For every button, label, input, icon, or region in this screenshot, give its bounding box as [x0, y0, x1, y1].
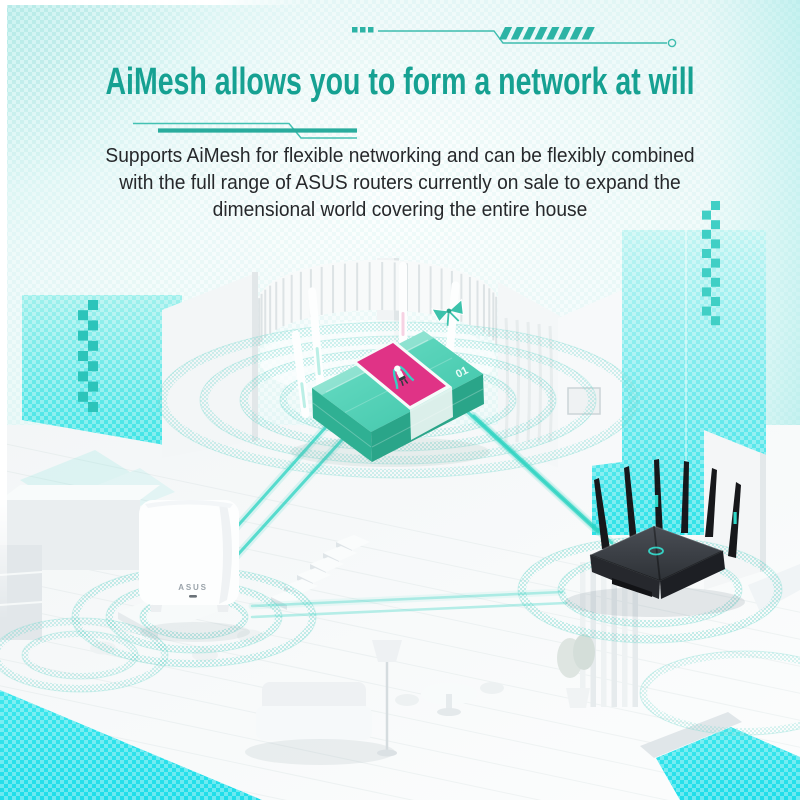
link-left-to-right [248, 588, 568, 619]
left-white-edge [0, 0, 7, 620]
gaming-antennas [594, 459, 741, 558]
description-line: with the full range of ASUS routers curr… [119, 172, 681, 194]
router-number: 01 [454, 364, 470, 380]
link-center-to-right [456, 401, 616, 547]
corner-halftone [0, 0, 240, 210]
headline: AiMesh allows you to form a network at w… [105, 61, 695, 103]
square-zigzag-right [702, 201, 720, 326]
cyan-panel-right [592, 230, 766, 535]
miku-bow [431, 298, 464, 326]
router-front-left [312, 388, 372, 462]
description: Supports AiMesh for flexible networking … [16, 143, 784, 224]
mesh-router-center: 01 [290, 262, 490, 467]
zenwifi-node: ASUS [139, 500, 250, 642]
top-white-edge [0, 0, 310, 5]
mesh-links [214, 401, 616, 619]
gaming-front-right [660, 551, 725, 599]
description-line: Supports AiMesh for flexible networking … [105, 145, 695, 167]
asus-logo: ASUS [178, 583, 207, 592]
gaming-router [565, 459, 745, 617]
title-underline [133, 122, 357, 139]
top-decoration [352, 27, 677, 48]
cyan-wedge-bottom-left [0, 690, 262, 800]
miku-character [392, 365, 415, 389]
cyan-panel-left [22, 295, 182, 448]
gaming-top-face [590, 526, 723, 581]
gaming-front-left [590, 555, 660, 599]
description-line: dimensional world covering the entire ho… [212, 199, 588, 221]
cyan-pool-bottom-right [640, 712, 800, 800]
